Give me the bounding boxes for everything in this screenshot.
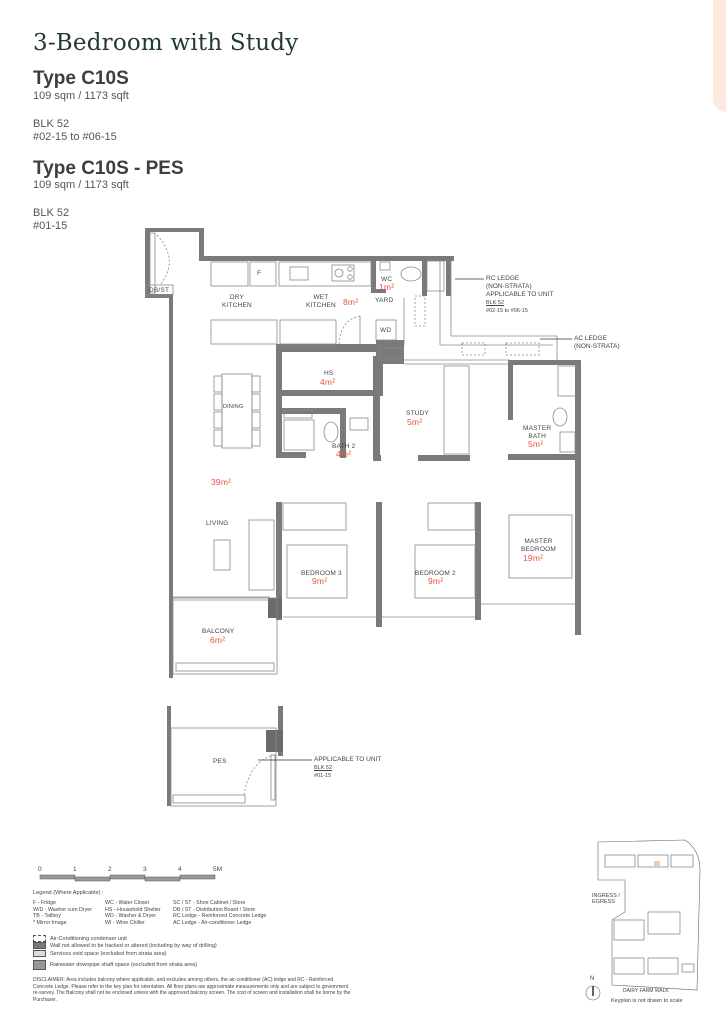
legend-ac-condenser: Air-Conditioning condenser unit [33, 935, 127, 942]
unit-numbers-pes: #01-15 [33, 220, 68, 232]
page-tab-decoration [713, 0, 726, 112]
wd-label: WD [380, 327, 392, 334]
master-bath-area: 5m² [528, 439, 544, 449]
rainwater-shaft-icon [33, 960, 46, 970]
bath-2-area: 4m² [336, 449, 352, 459]
ac-ledge-note: AC LEDGE (NON-STRATA) [574, 335, 620, 350]
legend-wall-no-hack: Wall not allowed to be hacked or altered… [33, 942, 217, 949]
scale-tick-5m: 5M [213, 866, 223, 873]
unit-type-heading-pes: Type C10S - PES [33, 158, 184, 179]
scale-tick-3: 3 [143, 866, 147, 873]
room-label-bath-2: BATH 2 [332, 443, 356, 450]
room-label-bedroom-2: BEDROOM 2 [415, 570, 456, 577]
unit-area-pes: 109 sqm / 1173 sqft [33, 179, 129, 191]
services-void-icon [33, 950, 46, 957]
room-label-dining: DINING [223, 404, 244, 410]
room-label-pes: PES [213, 758, 227, 765]
room-label-balcony: BALCONY [202, 628, 235, 635]
grey-wall-icon [33, 942, 46, 949]
balcony-area: 6m² [210, 635, 226, 645]
north-arrow-icon [586, 986, 600, 1000]
disclaimer: DISCLAIMER: Area includes balcony where … [33, 977, 351, 1003]
unit-block-pes: BLK 52 [33, 207, 70, 219]
unit-block: BLK 52 [33, 118, 70, 130]
scale-tick-4: 4 [178, 866, 182, 873]
hs-area: 4m² [320, 377, 336, 387]
legend-services-void: Services void space (excluded from strat… [33, 950, 166, 957]
pes-applicable-note: APPLICABLE TO UNIT BLK 52 #01-15 [314, 756, 382, 779]
keyplan-scale-note: Keyplan is not drawn to scale [611, 998, 683, 1004]
room-label-wc: WC [381, 276, 393, 283]
room-label-living: LIVING [206, 520, 229, 527]
unit-numbers: #02-15 to #06-15 [33, 131, 117, 143]
room-label-hs: HS [324, 370, 334, 377]
fridge-label: F [257, 270, 262, 277]
scale-tick-2: 2 [108, 866, 112, 873]
room-label-yard: YARD [375, 297, 394, 304]
study-area: 5m² [407, 417, 423, 427]
legend-rainwater-shaft: Rainwater downpipe shaft space (excluded… [33, 960, 197, 970]
keyplan-ingress-egress: INGRESS /EGRESS [592, 893, 620, 905]
master-bedroom-area: 19m² [523, 553, 544, 563]
kitchen-area: 8m² [343, 297, 359, 307]
rc-ledge-note: RC LEDGE (NON-STRATA) APPLICABLE TO UNIT… [486, 275, 554, 314]
legend-heading: Legend (Where Applicable) : [33, 890, 104, 896]
dashed-box-icon [33, 935, 46, 942]
bedroom-3-area: 9m² [312, 576, 328, 586]
wc-area: 1m² [379, 282, 395, 292]
unit-area: 109 sqm / 1173 sqft [33, 90, 129, 102]
living-dining-area: 39m² [211, 477, 232, 487]
scale-tick-0: 0 [38, 866, 42, 873]
bedroom-2-area: 9m² [428, 576, 444, 586]
keyplan-road-label: DAIRY FARM WALK [623, 988, 669, 994]
north-label: N [590, 976, 595, 982]
unit-type-heading: Type C10S [33, 68, 129, 89]
scale-tick-1: 1 [73, 866, 77, 873]
room-label-bedroom-3: BEDROOM 3 [301, 570, 342, 577]
page-title: 3-Bedroom with Study [33, 30, 299, 56]
room-label-db-st: DB/ST [149, 287, 170, 294]
room-label-study: STUDY [406, 410, 430, 417]
